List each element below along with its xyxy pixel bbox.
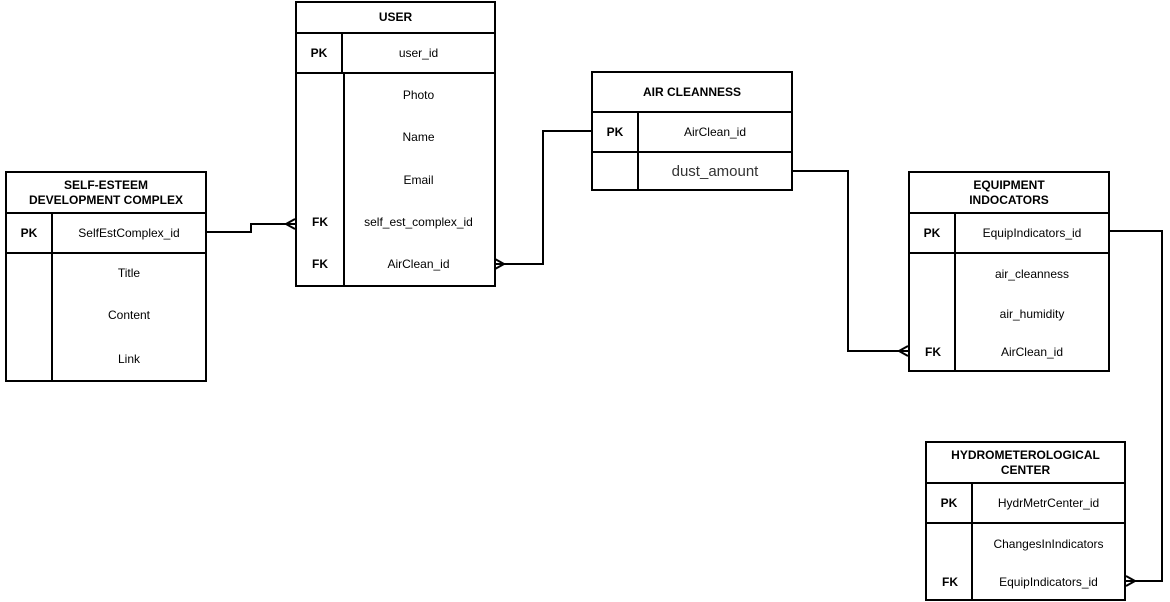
attribute-row[interactable]: Photo: [297, 74, 494, 116]
field-name: Name: [402, 130, 435, 145]
field-name: Photo: [402, 88, 435, 103]
key-label: [297, 116, 343, 158]
field-name: dust_amount: [671, 162, 759, 180]
crowfoot-equipment-airclean: [898, 345, 909, 357]
attribute-row[interactable]: dust_amount: [593, 153, 791, 189]
field-name: AirClean_id: [1000, 345, 1064, 359]
attribute-row[interactable]: Name: [297, 116, 494, 158]
key-label: [7, 338, 53, 380]
attribute-row[interactable]: air_cleanness: [910, 254, 1108, 294]
attribute-row[interactable]: ChangesInIndicators: [927, 524, 1124, 564]
key-label: PK: [910, 214, 956, 252]
attribute-row[interactable]: Content: [7, 292, 205, 338]
attribute-row[interactable]: air_humidity: [910, 294, 1108, 334]
field-name: SelfEstComplex_id: [78, 226, 180, 240]
key-label: PK: [7, 214, 53, 252]
field-name: air_humidity: [999, 307, 1065, 321]
field-name: AirClean_id: [683, 125, 747, 139]
key-label: [910, 294, 956, 334]
field-name: user_id: [398, 46, 439, 60]
entity-user[interactable]: USER PK user_id Photo Name Email FK self…: [295, 1, 496, 287]
attribute-row[interactable]: Link: [7, 338, 205, 380]
key-label: [910, 254, 956, 294]
field-name: Content: [107, 308, 151, 322]
crowfoot-hydro-equip: [1125, 575, 1136, 587]
attribute-row[interactable]: Title: [7, 254, 205, 292]
key-label: FK: [942, 574, 958, 589]
key-label: FK: [312, 256, 328, 271]
entity-air-cleanness[interactable]: AIR CLEANNESS PK AirClean_id dust_amount: [591, 71, 793, 191]
field-name: HydrMetrCenter_id: [997, 496, 1100, 510]
field-name: AirClean_id: [387, 256, 450, 271]
attribute-row[interactable]: FK self_est_complex_id: [297, 201, 494, 243]
pk-row[interactable]: PK user_id: [297, 34, 494, 74]
pk-row[interactable]: PK HydrMetrCenter_id: [927, 484, 1124, 524]
entity-title: AIR CLEANNESS: [593, 73, 791, 113]
key-label: PK: [927, 484, 973, 522]
key-label: [297, 74, 343, 116]
key-label: [927, 524, 973, 564]
entity-title: USER: [297, 3, 494, 34]
attribute-list: Photo Name Email FK self_est_complex_id …: [297, 74, 494, 285]
pk-row[interactable]: PK SelfEstComplex_id: [7, 214, 205, 254]
connector-selfesteem-user: [206, 223, 295, 233]
attribute-row[interactable]: Email: [297, 158, 494, 200]
attribute-row[interactable]: FK EquipIndicators_id: [927, 564, 1124, 599]
key-label: FK: [925, 345, 941, 359]
key-label: [593, 153, 639, 189]
attribute-list: Title Content Link: [7, 254, 205, 380]
field-name: ChangesInIndicators: [993, 537, 1104, 551]
key-label: [7, 254, 53, 292]
entity-title: SELF-ESTEEM DEVELOPMENT COMPLEX: [7, 173, 205, 214]
connector-equipment-hydro: [1109, 230, 1163, 582]
field-name: EquipIndicators_id: [999, 574, 1098, 589]
attribute-row[interactable]: FK AirClean_id: [297, 243, 494, 285]
key-label: FK: [312, 214, 328, 229]
field-name: self_est_complex_id: [364, 214, 473, 229]
connector-aircleanness-equipment: [792, 170, 908, 352]
attribute-list: air_cleanness air_humidity FK AirClean_i…: [910, 254, 1108, 370]
field-name: air_cleanness: [994, 267, 1070, 281]
pk-row[interactable]: PK EquipIndicators_id: [910, 214, 1108, 254]
attribute-list: ChangesInIndicators FK EquipIndicators_i…: [927, 524, 1124, 599]
field-name: EquipIndicators_id: [982, 226, 1082, 240]
key-label: [297, 158, 343, 200]
entity-hydrometerological-center[interactable]: HYDROMETEROLOGICAL CENTER PK HydrMetrCen…: [925, 441, 1126, 601]
entity-title: HYDROMETEROLOGICAL CENTER: [927, 443, 1124, 484]
key-label: PK: [593, 113, 639, 151]
field-name: Link: [117, 352, 140, 366]
crowfoot-user-selfest: [285, 218, 296, 230]
entity-equipment-indicators[interactable]: EQUIPMENT INDOCATORS PK EquipIndicators_…: [908, 171, 1110, 372]
entity-self-esteem-complex[interactable]: SELF-ESTEEM DEVELOPMENT COMPLEX PK SelfE…: [5, 171, 207, 382]
entity-title: EQUIPMENT INDOCATORS: [910, 173, 1108, 214]
pk-row[interactable]: PK AirClean_id: [593, 113, 791, 153]
key-label: PK: [297, 34, 343, 72]
field-name: Title: [117, 266, 141, 280]
key-label: [7, 292, 53, 338]
crowfoot-user-airclean: [494, 258, 505, 270]
connector-user-aircleanness: [495, 130, 591, 265]
attribute-row[interactable]: FK AirClean_id: [910, 334, 1108, 370]
field-name: Email: [403, 172, 434, 187]
